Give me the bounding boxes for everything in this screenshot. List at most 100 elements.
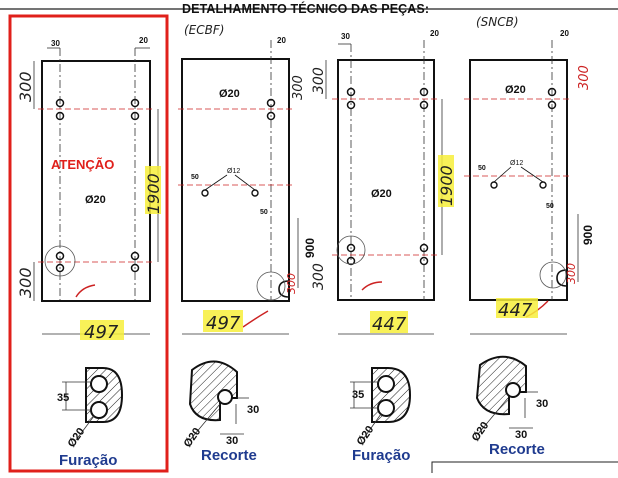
hole (346, 243, 356, 253)
hole (266, 111, 276, 121)
detail-1-hole-bottom (90, 401, 108, 419)
hole-detail-circle (44, 245, 76, 277)
highlight-1900 (438, 155, 454, 207)
handwritten-arrow (242, 310, 269, 328)
detail-2-label: Recorte (201, 447, 257, 464)
detail-3-label: Furação (352, 447, 411, 464)
dim-50-label: 50 (478, 165, 486, 172)
handwritten-code-right: (SNCB) (476, 15, 519, 29)
detail-4-label: Recorte (489, 441, 545, 458)
hole (130, 251, 140, 261)
panel-2: (ECBF) 20 Ø20 Ø12 50 50 300 900 300 497 (178, 23, 317, 335)
detail-4-hole (505, 382, 521, 398)
dim-50-label: 50 (546, 203, 554, 210)
hole (346, 100, 356, 110)
hole (547, 100, 557, 110)
handwritten-arrow (361, 281, 383, 291)
detail-2-dim-h-label: 30 (226, 435, 238, 447)
handwritten-arrow (75, 284, 96, 298)
detail-4-dim-v-label: 30 (536, 398, 548, 410)
detail-furacao-1: 35 Ø20 (57, 367, 124, 450)
cutout-notch (556, 269, 568, 287)
title-block-edge (431, 461, 618, 473)
detail-4-dim-h-label: 30 (515, 429, 527, 441)
sheet-title: DETALHAMENTO TÉCNICO DAS PEÇAS: (182, 2, 430, 16)
total-height-handwritten: 1900 (437, 165, 456, 206)
attention-label: ATENÇÃO (51, 157, 115, 172)
highlight-width (496, 298, 538, 318)
highlight-width (370, 311, 408, 333)
height-900-label: 900 (581, 225, 595, 245)
hole (55, 98, 65, 108)
height-bottom-handwritten: 300 (16, 267, 35, 298)
dim-right-label: 20 (139, 36, 148, 45)
detail-3-dim-label: 35 (352, 389, 364, 401)
dim-right-label: 20 (277, 36, 286, 45)
cutout-detail-circle (539, 261, 567, 289)
height-top-handwritten: 300 (311, 67, 327, 94)
hole (130, 98, 140, 108)
hole (130, 263, 140, 273)
detail-2-hole (217, 389, 233, 405)
hole (419, 100, 429, 110)
small-hole (539, 181, 547, 189)
hole (130, 111, 140, 121)
detail-recorte-2: 30 30 Ø20 (470, 355, 548, 444)
handwritten-code-left: (ECBF) (184, 23, 224, 37)
detail-1-dim-label: 35 (57, 392, 69, 404)
hole (55, 251, 65, 261)
hole (419, 256, 429, 266)
small-hole (251, 189, 259, 197)
leader-line (234, 174, 256, 191)
hole (266, 98, 276, 108)
leader-line (363, 413, 382, 439)
dim-right-label: 20 (430, 29, 439, 38)
height-bottom-handwritten: 300 (311, 263, 327, 290)
panel-4: (SNCB) 20 Ø20 Ø12 50 50 300 900 300 447 (464, 15, 595, 335)
dim-right-label: 20 (560, 29, 569, 38)
hole (346, 87, 356, 97)
detail-2-dim-v-label: 30 (247, 404, 259, 416)
dim-top-label: 30 (51, 39, 60, 48)
width-handwritten: 497 (206, 313, 241, 334)
hole (55, 111, 65, 121)
dim-50-label: 50 (191, 174, 199, 181)
small-hole (490, 181, 498, 189)
dim-top-label: 30 (341, 32, 350, 41)
height-900-label: 900 (303, 238, 317, 258)
cutout-detail-circle (256, 271, 286, 301)
hole (55, 263, 65, 273)
highlight-width (203, 310, 243, 332)
detail-3-hole-bottom (377, 399, 395, 417)
leader-line (75, 415, 95, 441)
detail-recorte-1: 30 30 Ø20 (182, 360, 259, 450)
width-handwritten: 497 (84, 322, 119, 343)
leader-line (493, 166, 512, 183)
hole-diameter-label: Ø20 (505, 84, 526, 96)
hole-diameter-label: Ø20 (219, 88, 240, 100)
attention-frame (8, 14, 169, 473)
height-bottom-handwritten: 300 (565, 263, 578, 284)
height-top-handwritten: 300 (577, 65, 592, 90)
leader-line (204, 174, 228, 191)
height-top-handwritten: 300 (16, 71, 35, 102)
small-hole-label: Ø12 (227, 168, 240, 175)
hole-diameter-label: Ø20 (85, 194, 106, 206)
height-bottom-handwritten: 300 (285, 273, 298, 294)
detail-3-dia-label: Ø20 (355, 424, 377, 448)
highlight-width (80, 320, 124, 340)
dim-50-label: 50 (260, 209, 268, 216)
total-height-handwritten: 1900 (144, 173, 163, 214)
detail-furacao-2: 35 Ø20 (350, 367, 412, 448)
width-handwritten: 447 (498, 300, 533, 321)
small-hole-label: Ø12 (510, 160, 523, 167)
height-top-handwritten: 300 (291, 75, 306, 100)
panel-3-outline (337, 59, 435, 301)
panel-3: 30 20 Ø20 300 1900 300 447 (311, 29, 456, 335)
hole (547, 87, 557, 97)
leader-line (520, 166, 544, 183)
highlight-1900 (145, 166, 161, 214)
hole-detail-circle (336, 235, 366, 265)
